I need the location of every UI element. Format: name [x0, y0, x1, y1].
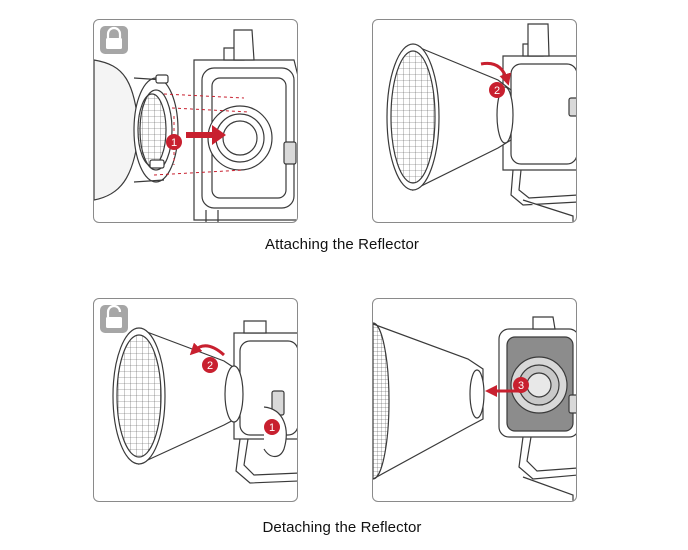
step-panel-4: 3 — [372, 298, 577, 502]
light-housing — [233, 320, 297, 484]
reflector — [386, 43, 514, 191]
reflector-adapter — [94, 59, 179, 201]
light-housing — [502, 23, 576, 222]
reflector — [112, 327, 244, 465]
light-housing — [193, 29, 297, 222]
step-panel-3: 2 1 — [93, 298, 298, 502]
attach-illustration-step-2: 2 — [386, 23, 576, 222]
svg-text:1: 1 — [269, 422, 275, 434]
step-badge-2: 2 — [202, 357, 218, 373]
light-housing — [498, 316, 576, 501]
push-arrow — [186, 125, 226, 145]
rotate-arrow — [480, 61, 512, 86]
step-badge-1: 1 — [264, 419, 280, 435]
lock-closed-icon — [100, 26, 128, 54]
svg-text:1: 1 — [171, 137, 177, 149]
caption-attaching: Attaching the Reflector — [264, 236, 420, 253]
step-panel-2: 2 — [372, 19, 577, 223]
svg-text:3: 3 — [518, 380, 524, 392]
svg-text:2: 2 — [494, 85, 500, 97]
step-badge-3: 3 — [513, 377, 529, 393]
detach-illustration-steps-1-2: 2 1 — [100, 304, 297, 484]
step-panel-1: 1 — [93, 19, 298, 223]
svg-text:2: 2 — [207, 360, 213, 372]
lock-open-icon — [100, 304, 128, 333]
reflector — [373, 322, 485, 480]
detach-illustration-step-3: 3 — [373, 316, 576, 501]
rotate-back-arrow — [189, 342, 225, 357]
attach-illustration-step-1: 1 — [94, 26, 297, 222]
step-badge-2: 2 — [489, 82, 505, 98]
step-badge-1: 1 — [166, 134, 182, 150]
caption-detaching: Detaching the Reflector — [262, 519, 422, 536]
